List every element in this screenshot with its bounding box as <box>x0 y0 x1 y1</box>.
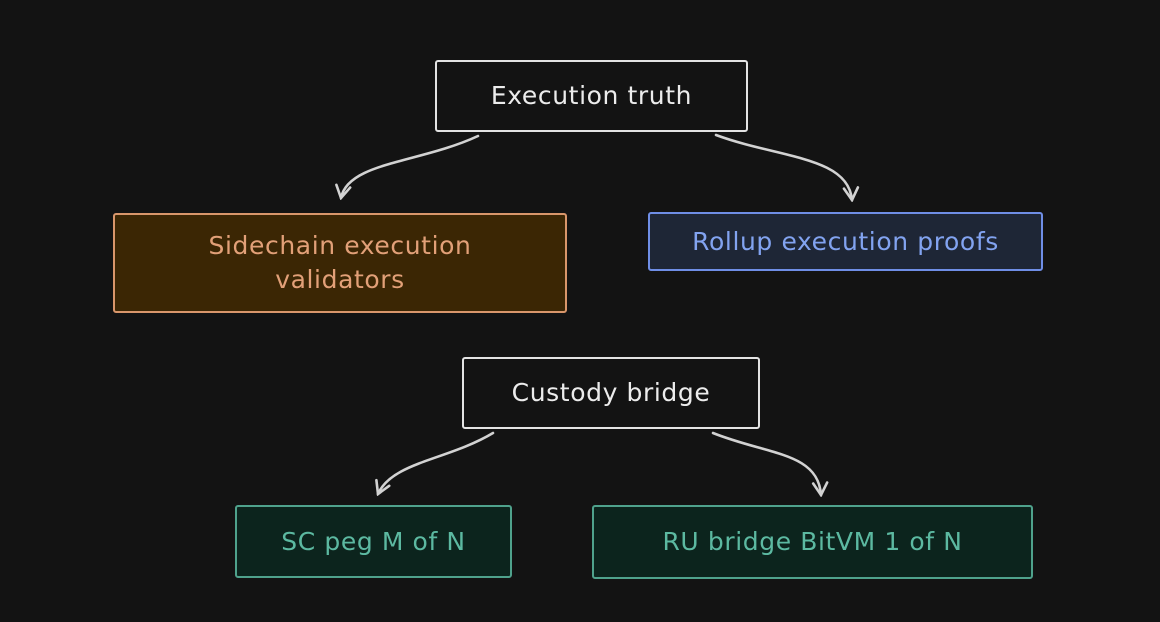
node-custody-bridge-label: Custody bridge <box>511 378 711 408</box>
arrow-custody-bridge-to-sc-peg[interactable] <box>378 431 495 494</box>
node-sidechain-execution-validators-label: Sidechain execution validators <box>208 231 472 294</box>
node-sc-peg-m-of-n-label: SC peg M of N <box>281 526 466 556</box>
node-execution-truth[interactable]: Execution truth <box>435 60 748 132</box>
node-rollup-execution-proofs[interactable]: Rollup execution proofs <box>648 212 1043 271</box>
arrow-execution-truth-to-rollup-proofs[interactable] <box>714 133 852 200</box>
node-sc-peg-m-of-n[interactable]: SC peg M of N <box>235 505 512 578</box>
node-ru-bridge-bitvm-1-of-n[interactable]: RU bridge BitVM 1 of N <box>592 505 1033 579</box>
arrow-custody-bridge-to-ru-bridge[interactable] <box>711 431 821 495</box>
node-execution-truth-label: Execution truth <box>490 81 693 111</box>
node-rollup-execution-proofs-label: Rollup execution proofs <box>692 226 999 256</box>
node-custody-bridge[interactable]: Custody bridge <box>462 357 760 429</box>
node-ru-bridge-bitvm-1-of-n-label: RU bridge BitVM 1 of N <box>662 527 963 557</box>
arrow-execution-truth-to-sidechain-validators[interactable] <box>341 134 480 198</box>
node-sidechain-execution-validators[interactable]: Sidechain execution validators <box>113 213 567 313</box>
